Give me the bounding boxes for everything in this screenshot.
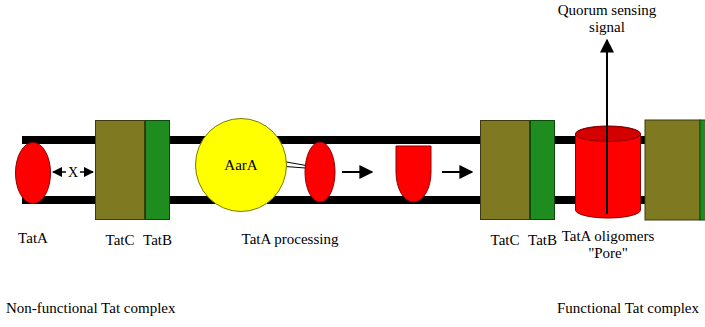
process-arrow	[342, 171, 372, 173]
tatb-box-outline	[530, 120, 555, 220]
tatc-box	[645, 120, 700, 220]
node-label: TatA oligomers "Pore"	[554, 228, 662, 262]
tatb-box	[700, 120, 705, 220]
signal-arrow	[606, 40, 608, 214]
node-label: TatC	[106, 232, 135, 249]
step-label: TatA processing	[242, 231, 339, 248]
tatc-box: TatC	[480, 120, 530, 220]
tata-ellipse: TatA	[15, 142, 51, 204]
tatb-box-outline	[145, 120, 170, 220]
node-label: TatB	[528, 232, 557, 249]
node-label: TatC	[491, 232, 520, 249]
signal-label: Quorum sensing signal	[552, 2, 662, 36]
state-label: Functional Tat complex	[557, 300, 699, 317]
edge-label: X	[66, 165, 80, 180]
process-arrow	[442, 171, 472, 173]
aara-ellipse: AarA	[195, 118, 287, 212]
tatb-box: TatB	[530, 120, 555, 220]
node-label: TatA	[18, 230, 48, 247]
tata-ellipse-outline	[15, 142, 51, 204]
tatc-box-outline	[95, 120, 145, 220]
node-label: AarA	[224, 157, 257, 174]
tatc-box: TatC	[95, 120, 145, 220]
tata-ellipse	[305, 142, 335, 202]
state-label: Non-functional Tat complex	[6, 300, 175, 317]
cut-tata	[396, 146, 431, 202]
node-label: TatB	[143, 232, 172, 249]
tatc-box-outline	[480, 120, 530, 220]
tatb-box: TatB	[145, 120, 170, 220]
